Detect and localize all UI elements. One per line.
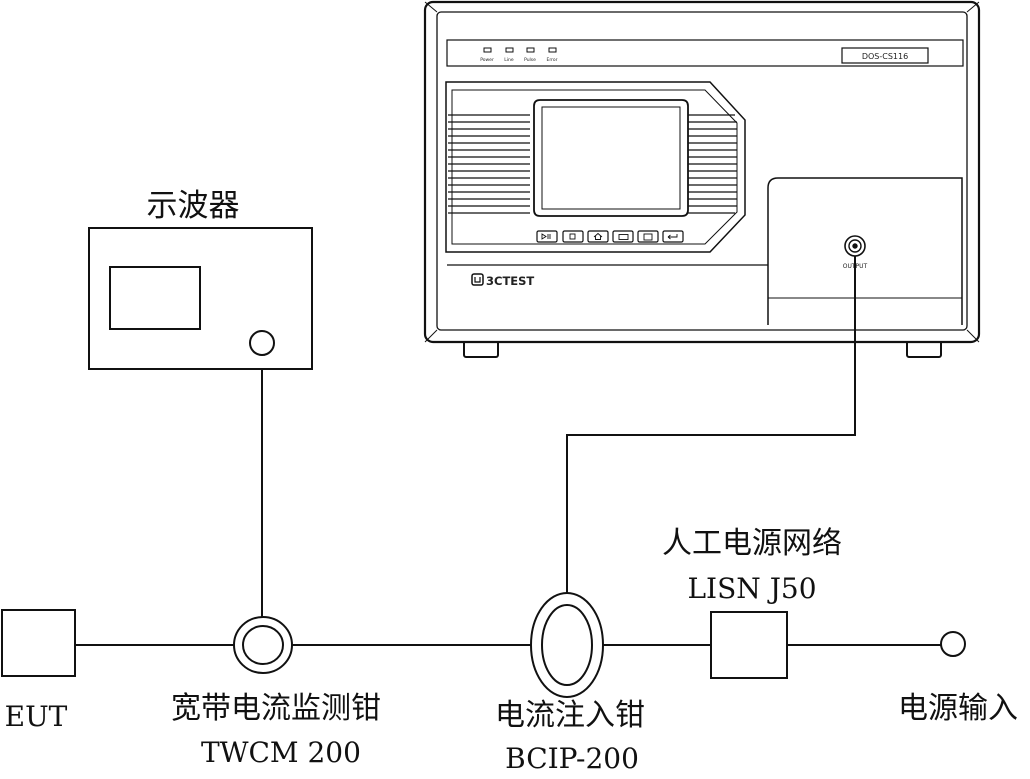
brand-label: 3CTEST: [486, 274, 534, 288]
bcip-model-label: BCIP-200: [505, 742, 639, 775]
wiring: [75, 256, 941, 646]
play-pause-button[interactable]: [536, 230, 558, 243]
led-label-line: Line: [504, 57, 514, 63]
twcm-model-label: TWCM 200: [201, 736, 361, 769]
home-button[interactable]: [587, 230, 609, 243]
model-label: DOS-CS116: [862, 52, 908, 61]
bcip-name-label: 电流注入钳: [495, 698, 645, 733]
output-panel: [767, 177, 963, 325]
generator-foot-right: [906, 340, 942, 358]
vent-right: [688, 114, 737, 214]
generator-foot-left: [463, 340, 499, 358]
generator-screen: [533, 99, 689, 217]
oscilloscope: [88, 227, 313, 370]
brand-logo: 3CTEST: [471, 273, 534, 288]
twcm-clamp: [233, 616, 293, 674]
wire-generator-to-bcip: [566, 256, 856, 593]
front-bezel: [445, 81, 746, 253]
model-plate: [841, 47, 929, 64]
folder-icon: [618, 234, 629, 240]
bcip-clamp: [530, 592, 604, 698]
generator-casing: [423, 0, 981, 344]
power-input-terminal-icon: [940, 631, 966, 657]
eut-label: EUT: [5, 700, 68, 733]
play-pause-icon: [541, 233, 551, 240]
oscilloscope-screen: [109, 266, 201, 330]
output-connector-icon: [844, 235, 866, 257]
vent-left: [448, 114, 530, 214]
settings-button[interactable]: [637, 230, 659, 243]
bcip-clamp-inner: [541, 604, 593, 686]
pulse-led-icon: [526, 47, 535, 53]
settings-icon: [643, 233, 653, 241]
twcm-clamp-inner: [242, 625, 284, 665]
lisn-name-label: 人工电源网络: [662, 526, 842, 561]
lisn-box: [710, 611, 788, 679]
home-icon: [593, 232, 603, 240]
status-leds: [483, 47, 557, 53]
twcm-name-label: 宽带电流监测钳: [171, 691, 381, 726]
stop-button[interactable]: [562, 230, 584, 243]
folder-button[interactable]: [612, 230, 634, 243]
led-label-error: Error: [547, 57, 558, 63]
led-label-pulse: Pulse: [524, 57, 536, 63]
signal-generator: Power Line Pulse Error DOS-CS116: [423, 0, 981, 358]
eut-box: [1, 609, 76, 677]
enter-icon: [667, 234, 678, 240]
stop-icon: [569, 233, 576, 240]
enter-button[interactable]: [662, 230, 684, 243]
power-led-icon: [483, 47, 492, 53]
oscilloscope-label: 示波器: [147, 188, 240, 224]
led-label-power: Power: [480, 57, 494, 63]
line-led-icon: [505, 47, 514, 53]
keypad: [536, 230, 684, 243]
oscilloscope-input-connector-icon: [249, 330, 275, 356]
lisn-model-label: LISN J50: [687, 572, 816, 605]
power-input-label: 电源输入: [898, 691, 1018, 726]
brand-logo-icon: [471, 273, 484, 286]
error-led-icon: [548, 47, 557, 53]
